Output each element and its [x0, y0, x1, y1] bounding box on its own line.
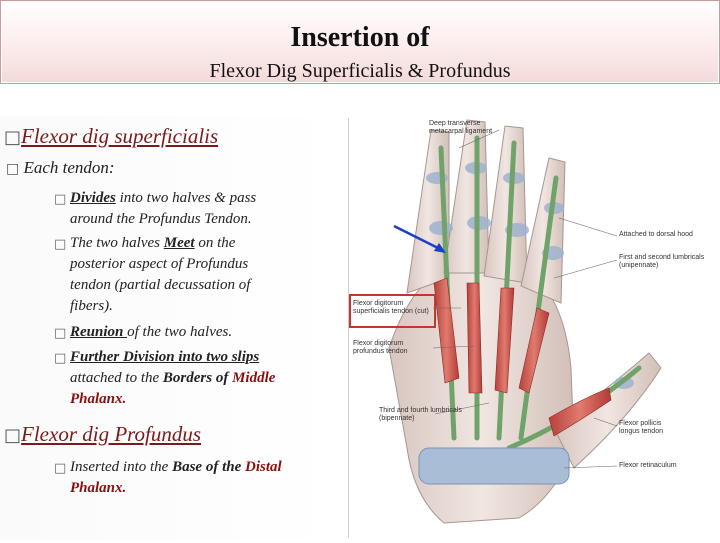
point-meet: The two halves Meet on the posterior asp… — [70, 235, 251, 314]
text-panel: □Flexor dig superficialis □ Each tendon:… — [0, 116, 338, 540]
point-inserted: Inserted into the Base of the Distal Pha… — [70, 459, 282, 496]
bullet-icon: □ — [54, 192, 67, 207]
each-tendon-line: □ Each tendon: — [6, 158, 115, 177]
bullet-icon: □ — [4, 127, 22, 148]
title-banner — [0, 0, 720, 84]
point-reunion: Reunion of the two halves. — [70, 324, 233, 340]
label-dorsal-hood: Attached to dorsal hood — [619, 231, 693, 238]
slide-subtitle: Flexor Dig Superficialis & Profundus — [209, 60, 511, 82]
bullet-icon: □ — [54, 351, 67, 366]
bullet-icon: □ — [54, 461, 67, 476]
label-first-second-lumbricals: First and second lumbricals(unipennate) — [619, 254, 705, 269]
point-further-division: Further Division into two slips attached… — [70, 349, 276, 407]
bullet-icon: □ — [54, 326, 67, 341]
highlight-box — [349, 294, 436, 328]
point-divides: Divides into two halves & pass around th… — [70, 190, 257, 227]
bullet-icon: □ — [6, 161, 20, 177]
slide-title: Insertion of — [290, 22, 430, 53]
label-third-fourth-lumbricals: Third and fourth lumbricals(bipennate) — [379, 407, 462, 422]
hand-illustration — [388, 119, 662, 524]
bullet-icon: □ — [54, 237, 67, 252]
heading-superficialis: □Flexor dig superficialis — [4, 124, 219, 148]
label-flexor-retinaculum: Flexor retinaculum — [619, 462, 677, 469]
arrow-icon — [393, 224, 446, 253]
heading-profundus: □Flexor dig Profundus — [4, 422, 202, 446]
bullet-icon: □ — [4, 425, 22, 446]
